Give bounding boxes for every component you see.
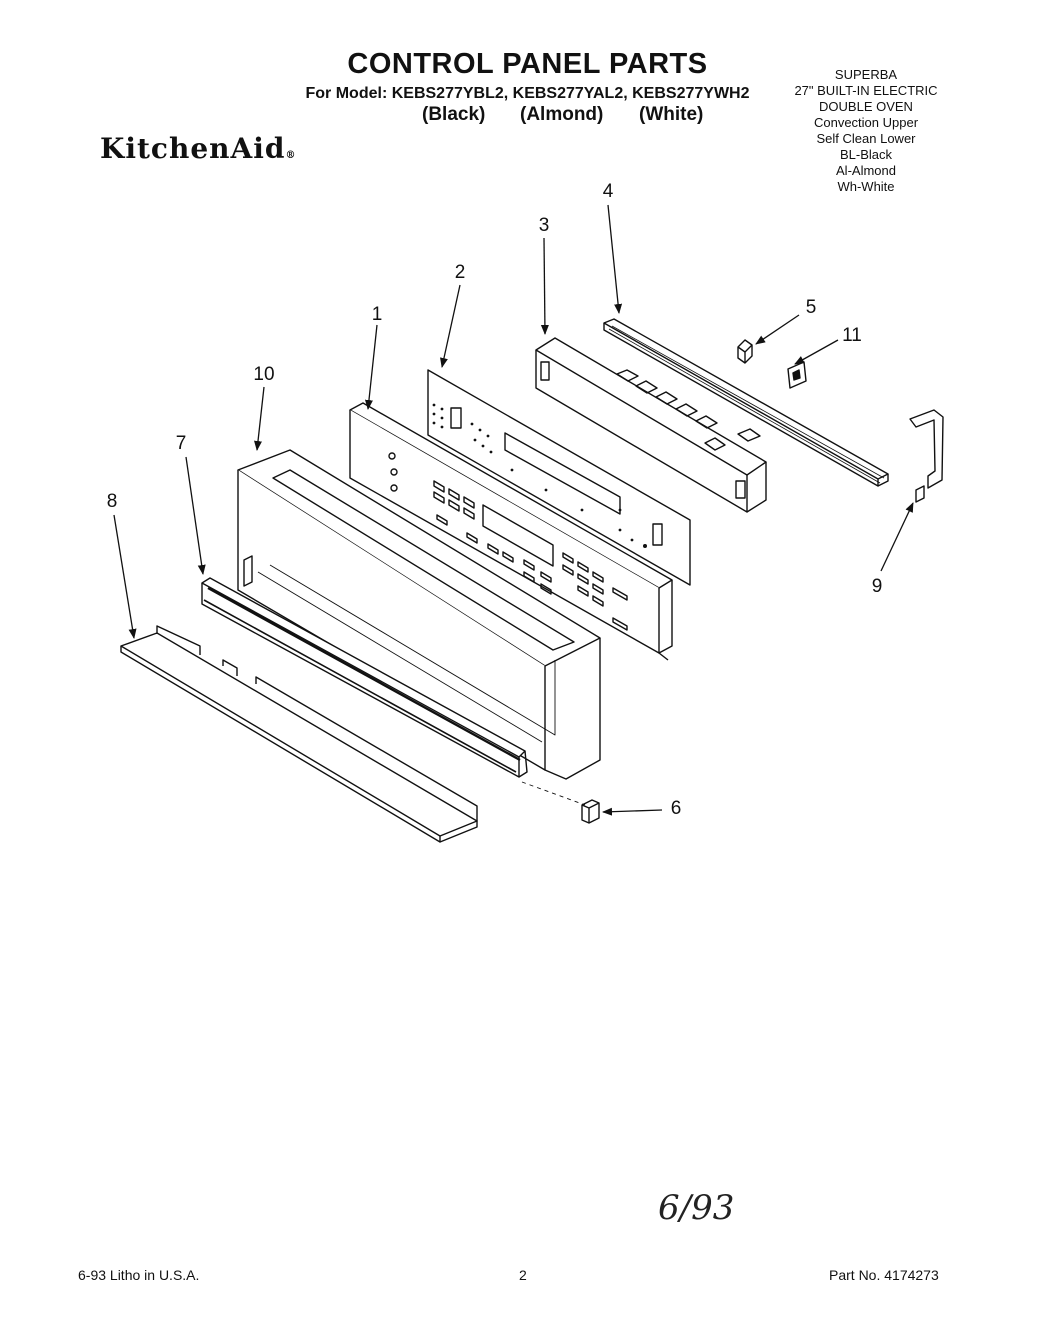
callout-1: 1 (372, 304, 383, 325)
callout-5: 5 (806, 297, 817, 318)
registered-mark: ® (285, 150, 297, 161)
callout-arrows (113, 204, 914, 816)
callout-8: 8 (107, 491, 118, 512)
color-black: (Black) (422, 104, 486, 125)
info-line: Self Clean Lower (816, 131, 916, 146)
part-8-lower-trim (120, 625, 478, 843)
callout-labels: 1 2 3 4 5 6 7 8 9 10 11 (107, 181, 883, 819)
model-line: For Model: KEBS277YBL2, KEBS277YAL2, KEB… (305, 85, 750, 102)
info-line: DOUBLE OVEN (819, 99, 913, 114)
callout-10: 10 (253, 364, 274, 385)
info-line: Convection Upper (813, 115, 919, 130)
part-number: Part No. 4174273 (829, 1267, 939, 1283)
model-info: SUPERBA 27" BUILT-IN ELECTRIC DOUBLE OVE… (776, 67, 956, 195)
part-9-wire-bracket (909, 409, 944, 503)
part-10-trim-frame (237, 449, 601, 780)
info-line: SUPERBA (834, 67, 898, 82)
color-almond: (Almond) (520, 104, 604, 125)
part-1-control-panel (349, 402, 673, 661)
page-number: 2 (519, 1267, 527, 1283)
brand-name: KitchenAid (100, 132, 286, 165)
callout-9: 9 (872, 576, 883, 597)
page-title: CONTROL PANEL PARTS (347, 48, 708, 80)
callout-2: 2 (455, 262, 466, 283)
callout-7: 7 (176, 433, 187, 454)
info-line: Al-Almond (836, 163, 896, 178)
part-5-clip (737, 339, 753, 364)
callout-4: 4 (603, 181, 614, 202)
part-11-bracket (787, 361, 807, 389)
info-line: 27" BUILT-IN ELECTRIC (794, 83, 938, 98)
callout-3: 3 (539, 215, 550, 236)
part-4-bracket (603, 318, 889, 487)
part-3-control-module (535, 337, 767, 513)
part-2-overlay-board (427, 369, 691, 586)
callout-11: 11 (842, 325, 862, 346)
info-line: BL-Black (839, 147, 893, 162)
info-line: Wh-White (837, 179, 895, 194)
handwritten-date: 6/93 (658, 1188, 735, 1228)
color-white: (White) (639, 104, 704, 125)
part-7-trim-strip (201, 577, 528, 778)
brand-logo: KitchenAid® (100, 132, 296, 165)
footer-litho: 6-93 Litho in U.S.A. (78, 1267, 200, 1283)
callout-6: 6 (671, 798, 682, 819)
part-6-clip (521, 781, 600, 824)
